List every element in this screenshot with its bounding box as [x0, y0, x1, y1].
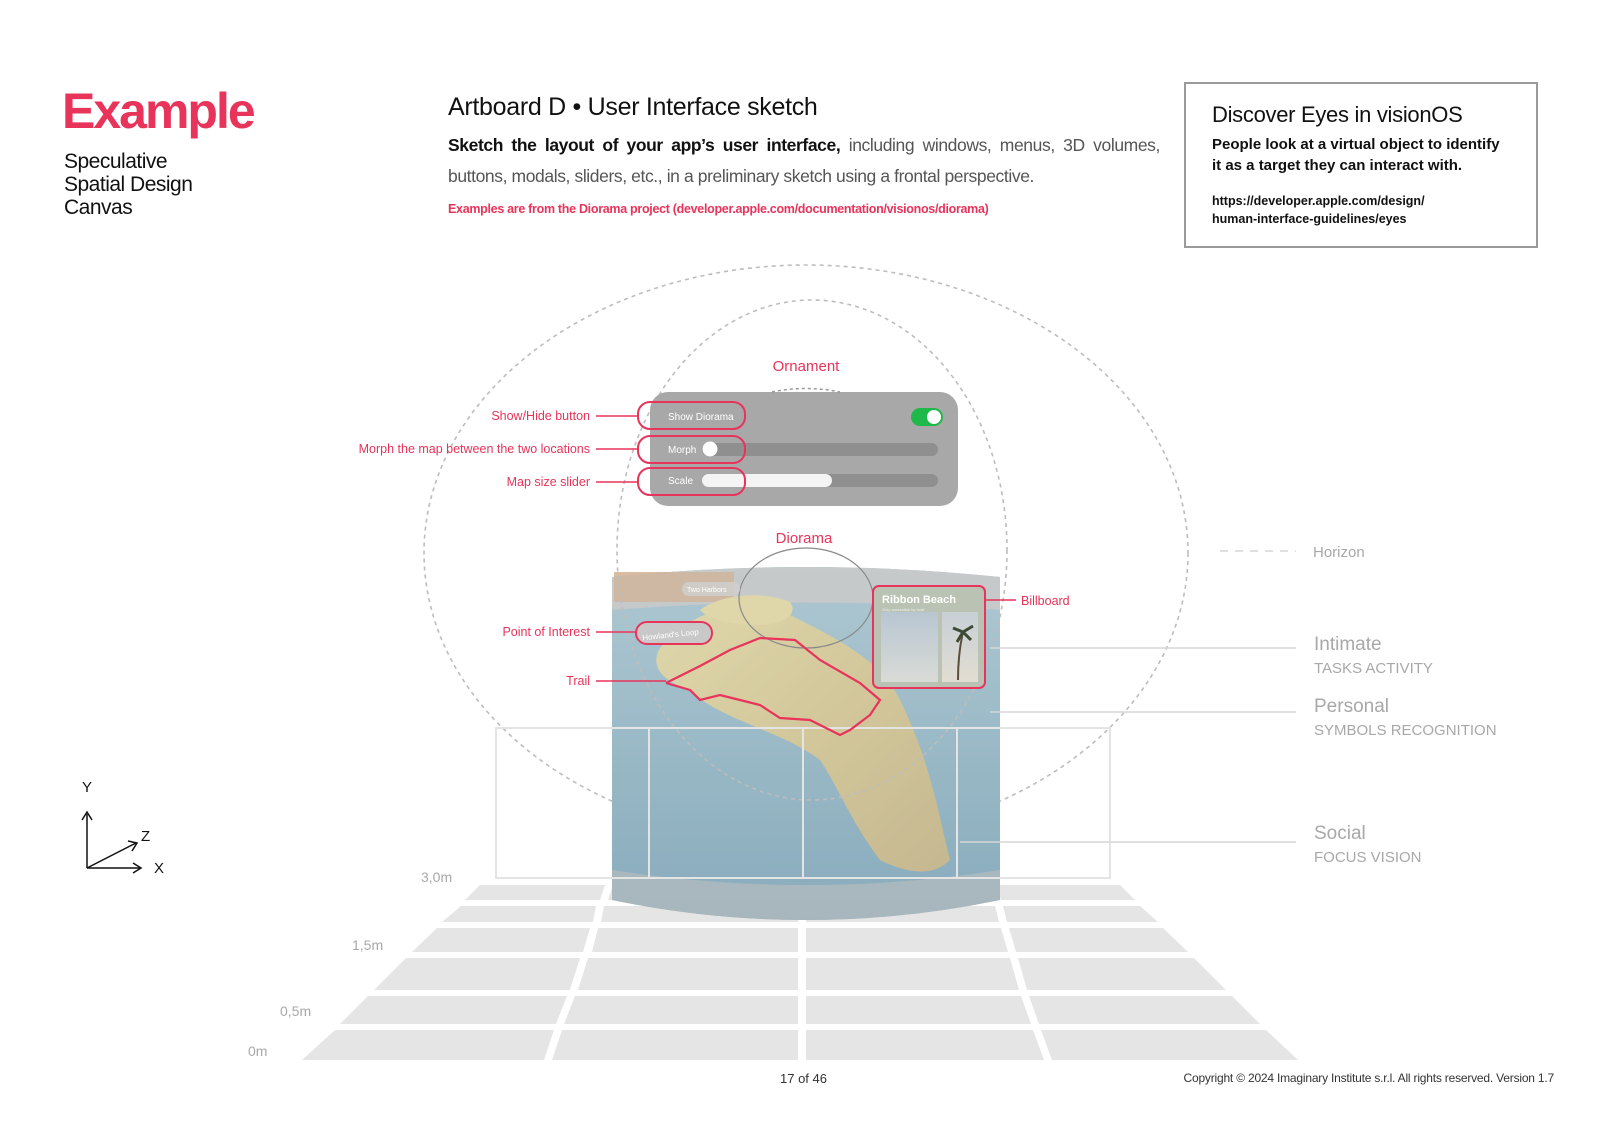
info-text: People look at a virtual object to ident… [1212, 136, 1500, 174]
zone-social: Social [1314, 823, 1366, 844]
billboard-subtitle: Only accessible by boat [882, 607, 925, 612]
info-box: Discover Eyes in visionOS People look at… [1184, 82, 1538, 248]
distance-label: 0m [248, 1043, 267, 1059]
copyright: Copyright © 2024 Imaginary Institute s.r… [1183, 1071, 1555, 1085]
brand-subtitle-line: Spatial Design [64, 173, 193, 196]
morph-label: Morph [668, 445, 696, 456]
callout-trail: Trail [566, 674, 590, 688]
axis-z-label: Z [141, 828, 150, 845]
callout-map-size: Map size slider [507, 475, 590, 489]
zone-intimate: Intimate [1314, 634, 1382, 655]
info-link-line: https://developer.apple.com/design/ [1212, 194, 1425, 208]
callout-billboard: Billboard [1021, 594, 1070, 608]
artboard-description-bold: Sketch the layout of your app’s user int… [448, 135, 841, 155]
info-title: Discover Eyes in visionOS [1212, 102, 1463, 127]
distance-label: 3,0m [421, 869, 452, 885]
callout-poi: Point of Interest [502, 625, 590, 639]
page-number: 17 of 46 [780, 1071, 827, 1086]
axis-x-label: X [154, 860, 164, 877]
artboard-description: Sketch the layout of your app’s user int… [448, 130, 1160, 192]
trail-path [665, 636, 882, 737]
ornament-label: Ornament [773, 358, 841, 375]
place-label-two-harbors: Two Harbors [687, 587, 727, 594]
distance-label: 0,5m [280, 1003, 311, 1019]
place-pill [682, 582, 740, 596]
billboard-title: Ribbon Beach [882, 594, 956, 606]
axis-y-label: Y [82, 779, 92, 796]
info-link-line: human-interface-guidelines/eyes [1212, 212, 1407, 226]
brand-subtitle-line: Speculative [64, 150, 168, 173]
scale-slider-fill[interactable] [702, 474, 832, 487]
brand-subtitle: Speculative Spatial Design Canvas [64, 150, 193, 219]
brand-subtitle-line: Canvas [64, 196, 133, 219]
callout-morph: Morph the map between the two locations [359, 442, 590, 456]
distance-label: 1,5m [352, 937, 383, 953]
artboard-title: Artboard D • User Interface sketch [448, 93, 818, 121]
zone-guides [960, 550, 1296, 843]
diorama-boundary [616, 299, 1008, 801]
toggle-knob [927, 410, 941, 424]
artboard-note: Examples are from the Diorama project (d… [448, 202, 989, 216]
show-diorama-label: Show Diorama [668, 412, 734, 423]
scale-label: Scale [668, 476, 693, 487]
zone-personal: Personal [1314, 696, 1389, 717]
artboard-description-rest: including windows, menus, 3D volumes, bu… [448, 135, 1160, 186]
billboard [872, 585, 986, 689]
axes-icon [81, 810, 143, 874]
zone-personal-sub: SYMBOLS RECOGNITION [1314, 722, 1497, 739]
poi-pill[interactable] [635, 621, 713, 645]
callout-show-hide: Show/Hide button [491, 409, 590, 423]
zone-frame [495, 727, 1111, 879]
info-link[interactable]: https://developer.apple.com/design/ huma… [1212, 192, 1510, 228]
morph-slider-thumb[interactable] [702, 441, 718, 457]
zone-social-sub: FOCUS VISION [1314, 849, 1422, 866]
callout-leaders [596, 415, 1016, 682]
diorama-label: Diorama [776, 530, 833, 547]
zone-intimate-sub: TASKS ACTIVITY [1314, 660, 1433, 677]
horizon-label: Horizon [1313, 544, 1365, 561]
brand-title: Example [62, 83, 256, 139]
